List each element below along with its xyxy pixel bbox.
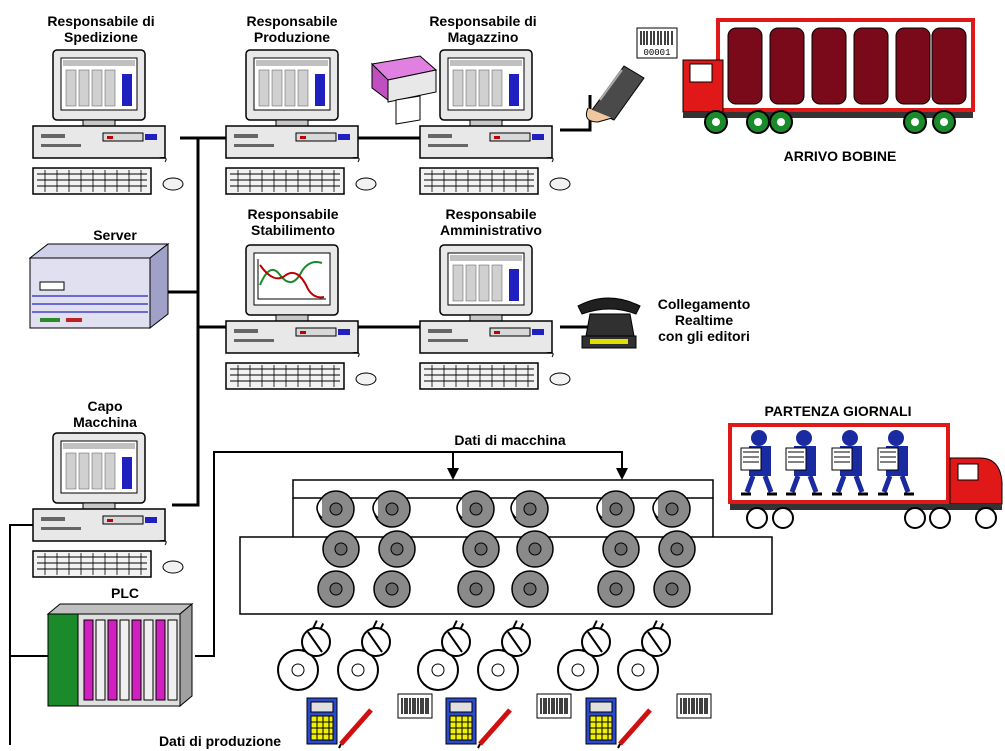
reel-feeders bbox=[278, 622, 670, 690]
label-dati-di-macchina: Dati di macchina bbox=[454, 432, 566, 448]
server-icon bbox=[28, 242, 170, 330]
label-partenza-giornali: PARTENZA GIORNALI bbox=[764, 403, 912, 419]
label-capo-macchina: Capo Macchina bbox=[73, 398, 137, 430]
pc-responsabile-spedizione bbox=[32, 49, 184, 195]
label-arrivo-bobine: ARRIVO BOBINE bbox=[783, 148, 897, 164]
barcode-1 bbox=[397, 693, 433, 719]
pc-capo-macchina bbox=[32, 432, 184, 578]
terminal-3 bbox=[586, 698, 650, 748]
label-server: Server bbox=[93, 227, 137, 243]
label-responsabile-magazzino: Responsabile di Magazzino bbox=[429, 13, 537, 45]
printer-icon bbox=[370, 55, 438, 125]
press-unit-1 bbox=[316, 490, 416, 608]
barcode-scanner-icon bbox=[585, 65, 645, 123]
label-responsabile-amministrativo: Responsabile Amministrativo bbox=[440, 206, 542, 238]
label-plc: PLC bbox=[111, 585, 139, 601]
truck-partenza-giornali bbox=[728, 423, 1003, 529]
truck-arrivo-bobine bbox=[682, 18, 975, 134]
barcode-3 bbox=[676, 693, 712, 719]
label-responsabile-produzione: Responsabile Produzione bbox=[246, 13, 338, 45]
press-unit-3 bbox=[596, 490, 696, 608]
terminal-2 bbox=[446, 698, 510, 748]
label-responsabile-stabilimento: Responsabile Stabilimento bbox=[247, 206, 339, 238]
pc-responsabile-magazzino bbox=[419, 49, 571, 195]
press-unit-2 bbox=[456, 490, 554, 608]
barcode-number: 00001 bbox=[643, 48, 670, 58]
pc-responsabile-stabilimento bbox=[226, 245, 376, 389]
barcode-label: 00001 bbox=[636, 27, 678, 59]
arrow-dati-macchina-2 bbox=[616, 468, 628, 480]
pc-responsabile-amministrativo bbox=[419, 244, 571, 390]
plc-rack-icon bbox=[46, 602, 194, 708]
label-responsabile-spedizione: Responsabile di Spedizione bbox=[47, 13, 155, 45]
terminal-1 bbox=[307, 698, 371, 748]
printing-press bbox=[239, 479, 773, 690]
label-collegamento-realtime: Collegamento Realtime con gli editori bbox=[657, 296, 751, 344]
pc-responsabile-produzione bbox=[225, 49, 377, 195]
barcode-2 bbox=[536, 693, 572, 719]
label-dati-di-produzione: Dati di produzione bbox=[158, 733, 282, 749]
telephone-icon bbox=[577, 297, 641, 349]
arrow-dati-macchina-1 bbox=[447, 468, 459, 480]
